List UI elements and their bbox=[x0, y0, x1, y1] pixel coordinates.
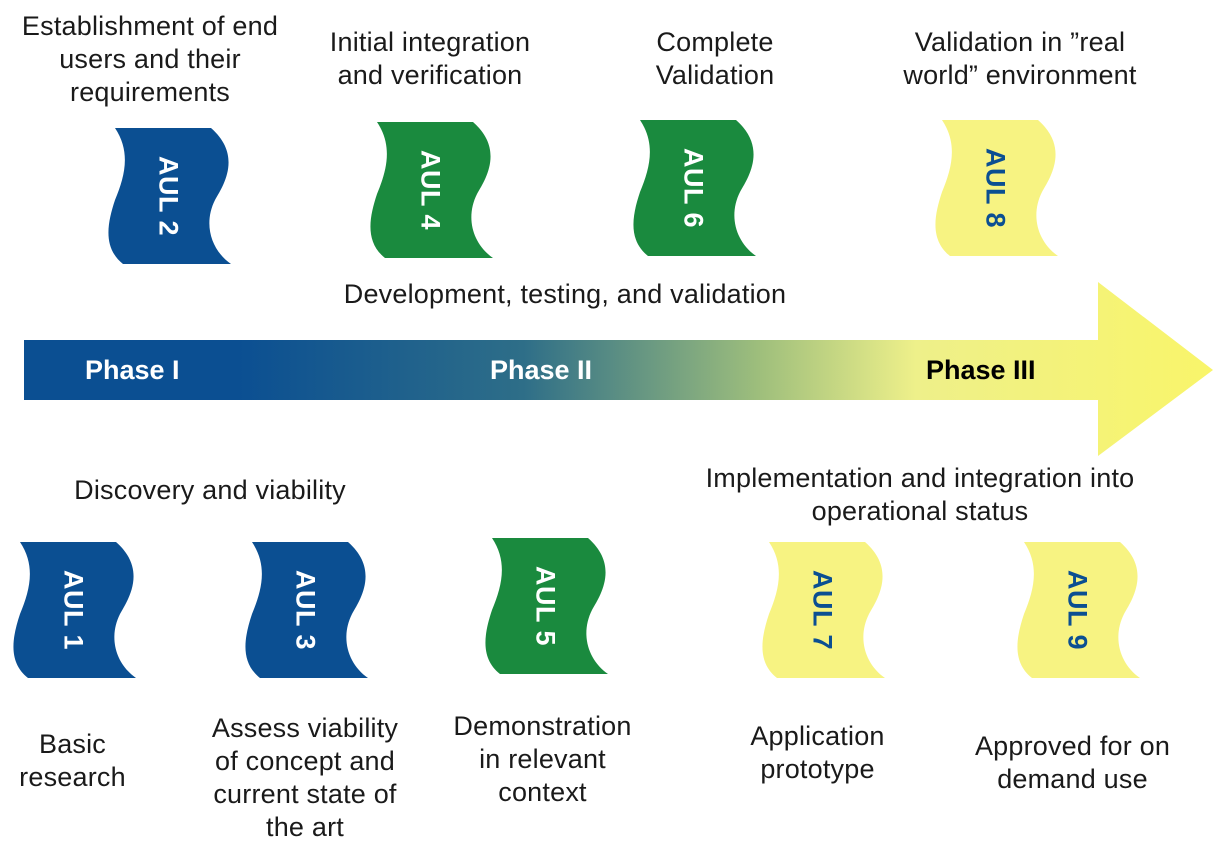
aul-3-flag-shape bbox=[245, 542, 368, 678]
caption-aul8: Validation in ”real world” environment bbox=[903, 27, 1137, 90]
phase-1-label: Phase I bbox=[85, 355, 180, 385]
caption-aul5: Demonstration in relevant context bbox=[453, 711, 632, 807]
aul-7-flag: AUL 7 bbox=[757, 542, 887, 678]
aul-1-flag-shape bbox=[13, 542, 136, 678]
caption-aul7: Application prototype bbox=[750, 721, 885, 784]
aul-5-flag-shape bbox=[485, 538, 608, 674]
development-label: Development, testing, and validation bbox=[343, 279, 787, 309]
implementation-label: Implementation and integration into oper… bbox=[705, 463, 1135, 526]
aul-1-flag: AUL 1 bbox=[8, 542, 138, 678]
aul-3-flag: AUL 3 bbox=[240, 542, 370, 678]
phase-arrow bbox=[24, 282, 1213, 456]
caption-aul3: Assess viability of concept and current … bbox=[211, 713, 399, 842]
phase-2-label: Phase II bbox=[490, 355, 593, 385]
caption-aul4: Initial integration and verification bbox=[329, 27, 531, 90]
aul-6-flag-shape bbox=[633, 120, 756, 256]
aul-9-flag-shape bbox=[1017, 542, 1140, 678]
aul-9-label: AUL 9 bbox=[1062, 569, 1093, 651]
aul-2-flag: AUL 2 bbox=[103, 128, 233, 264]
caption-aul2: Establishment of end users and their req… bbox=[21, 11, 279, 107]
phase-arrow-body bbox=[24, 282, 1213, 456]
aul-6-flag: AUL 6 bbox=[628, 120, 758, 256]
phase-3-label: Phase III bbox=[926, 355, 1036, 385]
caption-aul6: Complete Validation bbox=[655, 27, 775, 90]
aul-5-flag: AUL 5 bbox=[480, 538, 610, 674]
aul-9-flag: AUL 9 bbox=[1012, 542, 1142, 678]
aul-4-flag-shape bbox=[370, 122, 493, 258]
aul-1-label: AUL 1 bbox=[58, 569, 89, 651]
aul-2-flag-shape bbox=[108, 128, 231, 264]
aul-3-label: AUL 3 bbox=[290, 569, 321, 651]
aul-7-flag-shape bbox=[762, 542, 885, 678]
aul-8-flag-shape bbox=[935, 120, 1058, 256]
caption-aul9: Approved for on demand use bbox=[974, 731, 1171, 794]
aul-5-label: AUL 5 bbox=[530, 565, 561, 647]
discovery-label: Discovery and viability bbox=[74, 475, 346, 505]
caption-aul1: Basic research bbox=[19, 729, 126, 792]
aul-8-flag: AUL 8 bbox=[930, 120, 1060, 256]
aul-4-flag: AUL 4 bbox=[365, 122, 495, 258]
aul-7-label: AUL 7 bbox=[807, 569, 838, 651]
